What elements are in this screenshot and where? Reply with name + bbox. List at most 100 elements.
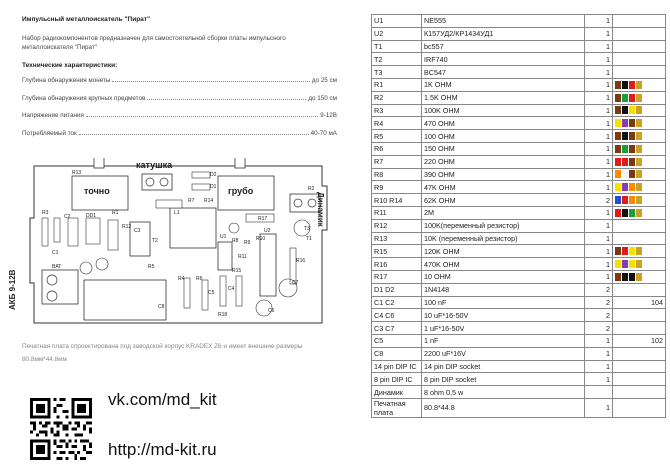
pcb-ref: R3 bbox=[42, 210, 49, 216]
resistor-color-code bbox=[615, 208, 663, 217]
bom-qty-cell: 2 bbox=[584, 193, 613, 207]
bom-name-cell: 2200 uF*16V bbox=[421, 346, 585, 361]
color-band-gold bbox=[636, 183, 642, 192]
bom-name-cell: 1N4148 bbox=[421, 282, 585, 297]
bom-qty-cell: 1 bbox=[584, 103, 613, 118]
color-band-violet bbox=[622, 260, 628, 269]
bom-name-cell: 120K OHM bbox=[421, 244, 585, 259]
site-link[interactable]: http://md-kit.ru bbox=[108, 440, 217, 459]
bom-ref-cell: R12 bbox=[371, 218, 422, 233]
spec-value: 40-70 мА bbox=[310, 130, 337, 137]
bom-name-cell: 10 OHM bbox=[421, 269, 585, 284]
bom-name-cell: 1K OHM bbox=[421, 77, 585, 92]
bom-ref-cell: R9 bbox=[371, 180, 422, 195]
bom-qty-cell: 1 bbox=[584, 154, 613, 169]
resistor-color-code bbox=[615, 247, 663, 256]
bom-extra-cell bbox=[612, 129, 666, 143]
bom-name-cell: IRF740 bbox=[421, 52, 585, 67]
color-band-red bbox=[622, 247, 628, 256]
bom-qty-cell: 2 bbox=[584, 282, 613, 297]
bom-ref-cell: R11 bbox=[371, 205, 422, 220]
bom-extra-cell bbox=[612, 14, 666, 28]
color-band-black bbox=[622, 132, 628, 141]
pcb-ref: R18 bbox=[218, 312, 228, 318]
bom-ref-cell: R4 bbox=[371, 116, 422, 131]
bom-extra-cell bbox=[612, 257, 666, 271]
pcb-label-coil: катушка bbox=[136, 160, 173, 170]
bom-extra-cell bbox=[612, 359, 666, 374]
bom-extra-cell bbox=[612, 231, 666, 246]
pcb-ref: R11 bbox=[238, 254, 247, 260]
bom-qty-cell: 1 bbox=[584, 141, 613, 156]
pcb-ref: C5 bbox=[208, 290, 215, 296]
color-band-gold bbox=[636, 144, 642, 153]
bom-qty-cell: 1 bbox=[584, 218, 613, 233]
bom-qty-cell: 1 bbox=[584, 26, 613, 41]
bom-name-cell: 8 pin DIP socket bbox=[421, 372, 585, 387]
pcb-ref: T2 bbox=[152, 238, 158, 244]
bom-name-cell: 220 OHM bbox=[421, 154, 585, 169]
bom-ref-cell: R3 bbox=[371, 103, 422, 118]
bom-ref-cell: 14 pin DIP IC bbox=[371, 359, 422, 374]
color-band-yellow bbox=[615, 119, 621, 128]
pcb-ref: R6 bbox=[196, 276, 203, 282]
pcb-ref: R16 bbox=[296, 258, 306, 264]
bom-ref-cell: Динамик bbox=[371, 385, 422, 399]
color-band-gold bbox=[636, 196, 642, 205]
color-band-red bbox=[622, 157, 628, 166]
pcb-layout-drawing: точно грубо катушка Динамик АКБ 9-12В R1… bbox=[8, 158, 362, 328]
bom-ref-cell: R13 bbox=[371, 231, 422, 246]
bom-ref-cell: D1 D2 bbox=[371, 282, 422, 297]
bom-ref-cell: U2 bbox=[371, 26, 422, 41]
bom-qty-cell: 1 bbox=[584, 397, 613, 418]
pcb-ref: R8 bbox=[232, 238, 239, 244]
bom-name-cell: 150 OHM bbox=[421, 141, 585, 156]
spec-value: до 150 см bbox=[308, 95, 337, 102]
pcb-ref: R13 bbox=[72, 170, 82, 176]
color-band-brown bbox=[615, 80, 621, 89]
bom-extra-cell bbox=[612, 116, 666, 131]
bom-ref-cell: C8 bbox=[371, 346, 422, 361]
pcb-ref: R14 bbox=[204, 198, 214, 204]
color-band-gold bbox=[636, 119, 642, 128]
pcb-ref: D1 bbox=[210, 184, 217, 190]
bom-ref-cell: T2 bbox=[371, 52, 422, 67]
bom-qty-cell: 1 bbox=[584, 167, 613, 182]
color-band-black bbox=[622, 80, 628, 89]
color-band-brown bbox=[629, 144, 635, 153]
resistor-color-code bbox=[615, 93, 663, 102]
pcb-ref: R17 bbox=[258, 216, 268, 222]
bom-name-cell: 100 OHM bbox=[421, 129, 585, 143]
bom-ref-cell: R8 bbox=[371, 167, 422, 182]
vk-link[interactable]: vk.com/md_kit bbox=[108, 390, 217, 409]
bom-ref-cell: R7 bbox=[371, 154, 422, 169]
bom-qty-cell: 2 bbox=[584, 295, 613, 310]
bom-name-cell: 10K (переменный резистор) bbox=[421, 231, 585, 246]
color-band-green bbox=[622, 93, 628, 102]
bom-ref-cell: R5 bbox=[371, 129, 422, 143]
bom-extra-cell bbox=[612, 385, 666, 399]
pcb-ref: T3 bbox=[304, 226, 310, 232]
bom-ref-cell: C4 C6 bbox=[371, 308, 422, 323]
bom-name-cell: BC547 bbox=[421, 65, 585, 79]
resistor-color-code bbox=[615, 196, 663, 205]
bom-name-cell: 1.5K OHM bbox=[421, 90, 585, 105]
color-band-yellow bbox=[629, 247, 635, 256]
pcb-ref: C6 bbox=[268, 308, 275, 314]
bom-name-cell: 470K OHM bbox=[421, 257, 585, 271]
pcb-label-speaker: Динамик bbox=[316, 192, 325, 227]
bom-extra-cell bbox=[612, 154, 666, 169]
